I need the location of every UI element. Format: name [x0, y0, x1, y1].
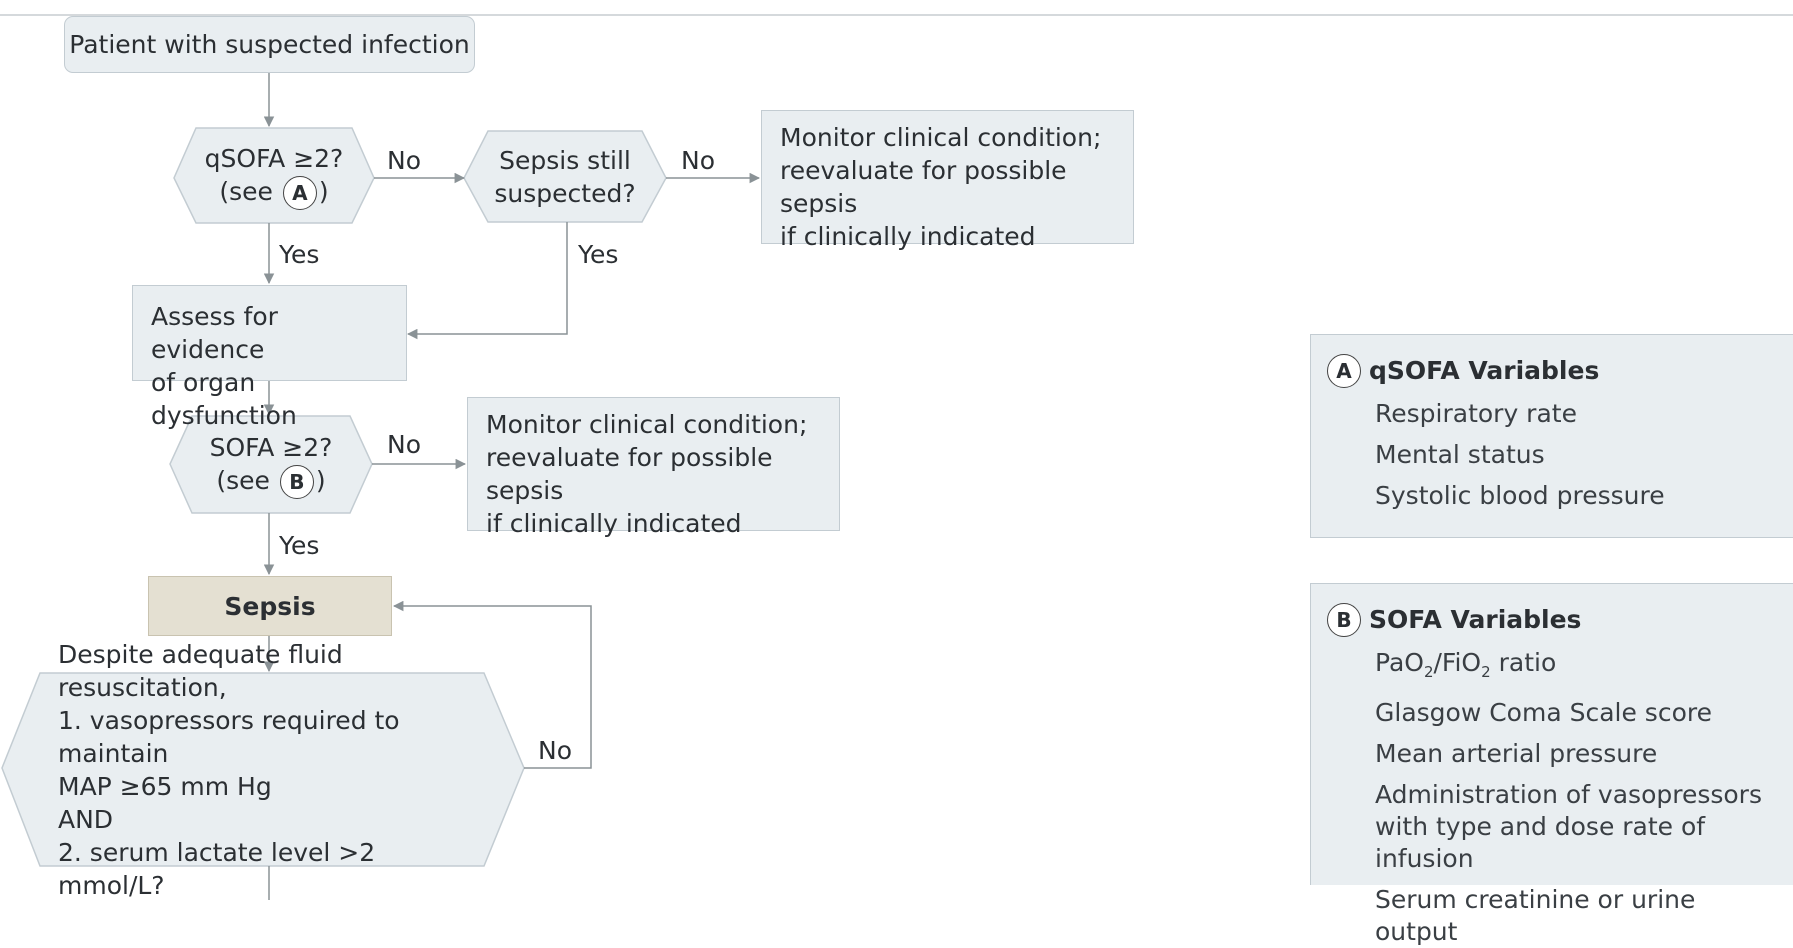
- legend-sofa-item: Administration of vasopressors with type…: [1375, 779, 1777, 875]
- badge-b-icon: B: [279, 464, 314, 499]
- start-node: Patient with suspected infection: [64, 16, 475, 73]
- qsofa-decision: qSOFA ≥2? (see A): [176, 128, 372, 223]
- qsofa-see-ref: (see A): [219, 175, 329, 210]
- legend-sofa-title-row: B SOFA Variables: [1327, 602, 1777, 638]
- shock-line-1: Despite adequate fluid resuscitation,: [58, 639, 343, 702]
- pao2-sub-2: 2: [1481, 663, 1491, 681]
- pao2-text-b: /FiO: [1433, 648, 1482, 677]
- arrow-shock-no: [392, 600, 592, 769]
- sofa-see-close: ): [315, 465, 326, 495]
- sofa-decision-shape: [169, 415, 373, 514]
- assess-line-2: of organ dysfunction: [151, 368, 297, 430]
- septic-shock-decision-shape: [1, 672, 525, 867]
- legend-qsofa: A qSOFA Variables Respiratory rate Menta…: [1310, 334, 1793, 538]
- monitor-2-line-1: Monitor clinical condition;: [486, 410, 808, 439]
- monitor-1-line-2: reevaluate for possible sepsis: [780, 156, 1067, 218]
- qsofa-decision-shape: [173, 127, 375, 224]
- qsofa-question: qSOFA ≥2?: [204, 143, 344, 173]
- start-node-text: Patient with suspected infection: [69, 30, 470, 59]
- monitor-node-2: Monitor clinical condition; reevaluate f…: [467, 397, 840, 538]
- pao2-sub-1: 2: [1423, 663, 1434, 681]
- legend-qsofa-item: Mental status: [1375, 440, 1545, 469]
- label-sofa-yes: Yes: [279, 531, 320, 560]
- top-divider: [0, 14, 1793, 16]
- legend-qsofa-item: Systolic blood pressure: [1375, 481, 1665, 510]
- monitor-node-1: Monitor clinical condition; reevaluate f…: [761, 110, 1134, 251]
- sepsis-suspected-line-2: suspected?: [494, 178, 636, 208]
- monitor-2-line-2: reevaluate for possible sepsis: [486, 443, 773, 505]
- legend-sofa-item-pao2: PaO2/FiO2 ratio: [1375, 647, 1777, 688]
- sofa-question: SOFA ≥2?: [209, 432, 333, 462]
- sepsis-suspected-decision: Sepsis still suspected?: [466, 131, 664, 222]
- shock-line-3: MAP ≥65 mm Hg: [58, 771, 272, 801]
- legend-sofa-item: Glasgow Coma Scale score: [1375, 698, 1712, 727]
- sofa-see-text: (see: [216, 465, 270, 495]
- arrow-suspected-yes: [406, 222, 568, 340]
- legend-badge-b-icon: B: [1327, 603, 1361, 637]
- septic-shock-decision: Despite adequate fluid resuscitation, 1.…: [58, 640, 488, 900]
- label-shock-no: No: [538, 736, 572, 765]
- sofa-decision: SOFA ≥2? (see B): [172, 416, 370, 513]
- badge-a-icon: A: [282, 175, 317, 210]
- label-suspected-yes: Yes: [578, 240, 619, 269]
- legend-badge-a-icon: A: [1327, 354, 1361, 388]
- legend-sofa-item: Serum creatinine or urine output: [1375, 885, 1696, 946]
- legend-sofa-item-line: Administration of vasopressors: [1375, 780, 1762, 809]
- legend-qsofa-item: Respiratory rate: [1375, 399, 1577, 428]
- assess-node: Assess for evidence of organ dysfunction: [132, 285, 407, 430]
- label-sofa-no: No: [387, 430, 421, 459]
- qsofa-see-text: (see: [219, 176, 273, 206]
- shock-line-5: 2. serum lactate level >2 mmol/L?: [58, 837, 376, 900]
- pao2-text-c: ratio: [1490, 648, 1557, 677]
- label-qsofa-yes: Yes: [279, 240, 320, 269]
- legend-sofa-item-line: with type and dose rate of infusion: [1375, 812, 1706, 873]
- legend-sofa: B SOFA Variables PaO2/FiO2 ratio Glasgow…: [1310, 583, 1793, 946]
- legend-qsofa-title: qSOFA Variables: [1369, 356, 1600, 385]
- sepsis-text: Sepsis: [224, 591, 316, 621]
- sofa-see-ref: (see B): [216, 464, 326, 499]
- label-suspected-no: No: [681, 146, 715, 175]
- legend-sofa-item: Mean arterial pressure: [1375, 739, 1658, 768]
- shock-line-4: AND: [58, 804, 114, 834]
- assess-line-1: Assess for evidence: [151, 302, 278, 364]
- monitor-2-line-3: if clinically indicated: [486, 509, 742, 538]
- legend-qsofa-title-row: A qSOFA Variables: [1327, 353, 1777, 389]
- sepsis-node: Sepsis: [148, 576, 392, 636]
- sepsis-suspected-line-1: Sepsis still: [499, 145, 631, 175]
- legend-sofa-title: SOFA Variables: [1369, 605, 1582, 634]
- shock-line-2: 1. vasopressors required to maintain: [58, 705, 400, 768]
- qsofa-see-close: ): [318, 176, 329, 206]
- flowchart-diagram: [1, 73, 761, 900]
- label-qsofa-no: No: [387, 146, 421, 175]
- pao2-text-a: PaO: [1375, 648, 1424, 677]
- monitor-1-line-1: Monitor clinical condition;: [780, 123, 1102, 152]
- monitor-1-line-3: if clinically indicated: [780, 222, 1036, 251]
